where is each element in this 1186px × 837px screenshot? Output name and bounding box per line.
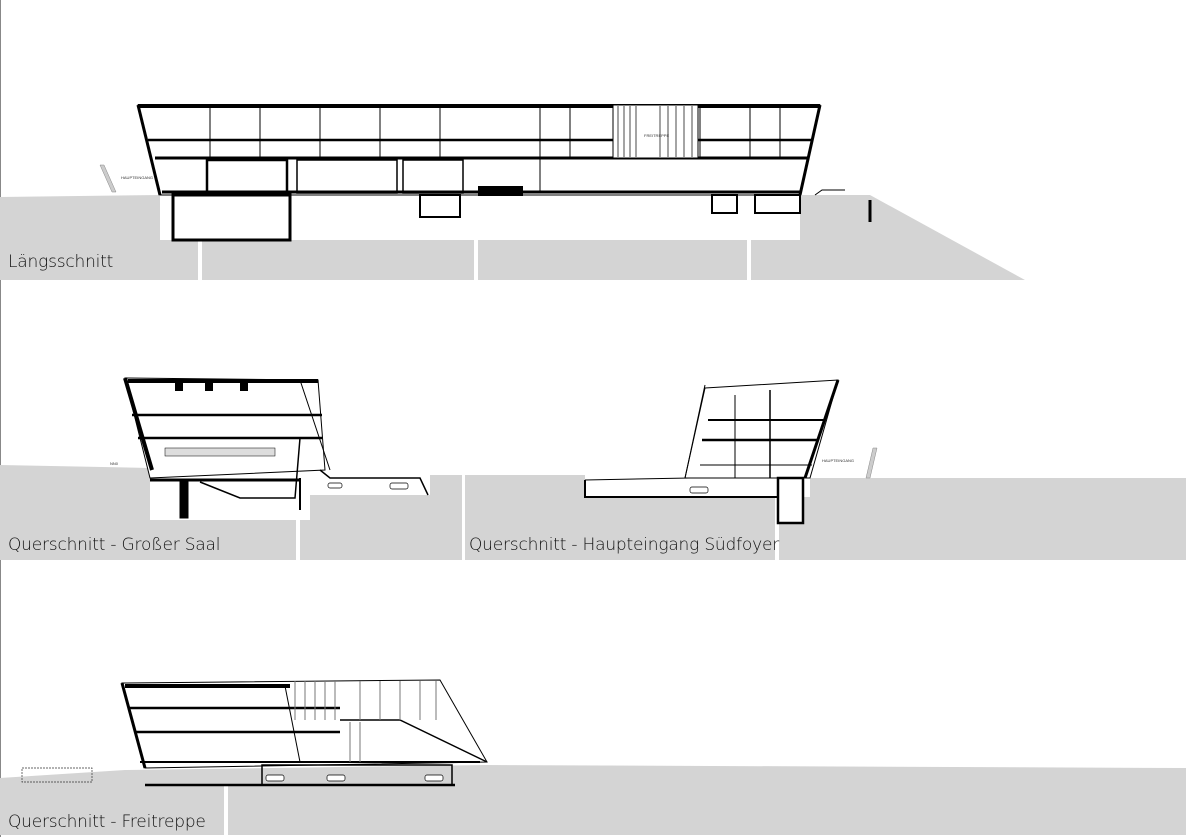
ground-fill [0, 765, 1186, 835]
car-icon [327, 482, 343, 489]
section-open-staircase [0, 679, 1186, 837]
ground-fill [465, 475, 1186, 560]
ground-fill [160, 195, 1025, 280]
section-longitudinal: HAUPTEINGANG FREITREPPE [0, 104, 1025, 280]
ground-fill [150, 475, 462, 560]
annotation-haupteingang: HAUPTEINGANG [822, 458, 854, 463]
section-title-great-hall: Querschnitt - Großer Saal [8, 535, 221, 555]
annotation-haupteingang: HAUPTEINGANG [121, 175, 153, 180]
annex-outline [21, 767, 93, 783]
ground-fill [800, 195, 870, 240]
section-title-open-staircase: Querschnitt - Freitreppe [8, 812, 206, 832]
annotation-nn0: NN0 [110, 461, 119, 466]
car-icon [326, 774, 346, 782]
section-main-entrance: HAUPTEINGANG [465, 379, 1186, 560]
car-icon [689, 486, 709, 494]
car-icon [424, 774, 444, 782]
ground-fill [0, 195, 160, 280]
section-title-longitudinal: Längsschnitt [8, 252, 114, 272]
section-great-hall: NN0 [0, 377, 462, 560]
annotation-freitreppe: FREITREPPE [644, 133, 669, 138]
car-icon [389, 482, 409, 490]
ground-fill [0, 465, 150, 560]
car-icon [265, 774, 285, 782]
section-title-main-entrance: Querschnitt - Haupteingang Südfoyer [469, 535, 779, 555]
